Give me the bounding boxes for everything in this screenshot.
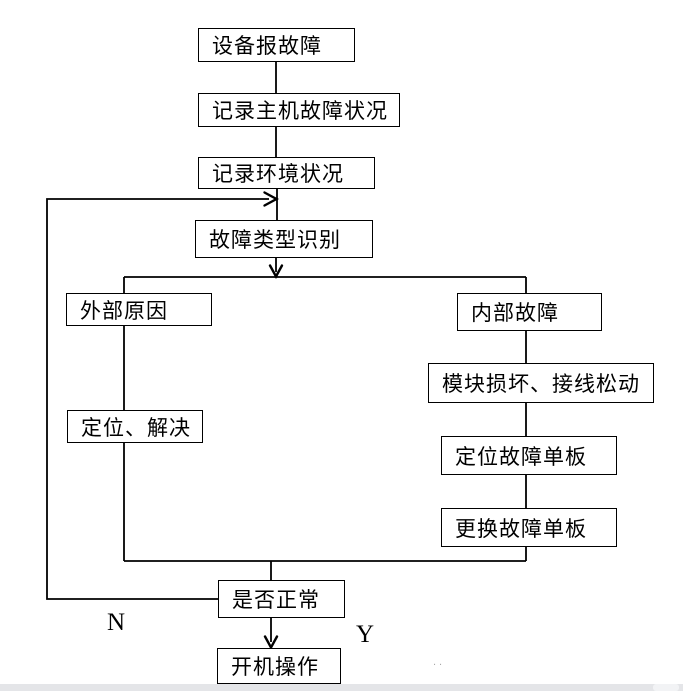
node-record-environment-status: 记录环境状况: [198, 157, 375, 189]
node-replace-fault-board: 更换故障单板: [441, 508, 617, 547]
bottom-bar-corner-highlight: [653, 684, 679, 691]
node-equipment-fault-report: 设备报故障: [198, 28, 355, 62]
connector-feedback-loop: [46, 198, 269, 600]
node-fault-type-identification: 故障类型识别: [195, 220, 373, 258]
arrowhead-down-split: [268, 264, 284, 280]
node-locate-and-resolve: 定位、解决: [67, 410, 203, 443]
node-power-on-operation: 开机操作: [217, 648, 341, 684]
node-module-damage-loose-wiring: 模块损坏、接线松动: [428, 363, 654, 403]
node-record-host-fault-status: 记录主机故障状况: [198, 93, 400, 127]
faint-marks: ..: [433, 656, 446, 668]
arrowhead-down-poweron: [263, 635, 279, 651]
node-locate-fault-board: 定位故障单板: [441, 436, 617, 475]
node-normal-check: 是否正常: [218, 580, 345, 618]
node-internal-fault: 内部故障: [457, 293, 602, 331]
branch-label-no: N: [107, 609, 126, 636]
arrowhead-right-feedback: [263, 191, 280, 207]
node-external-cause: 外部原因: [66, 293, 212, 326]
bottom-page-edge-bar: [0, 684, 683, 691]
branch-label-yes: Y: [356, 621, 375, 648]
